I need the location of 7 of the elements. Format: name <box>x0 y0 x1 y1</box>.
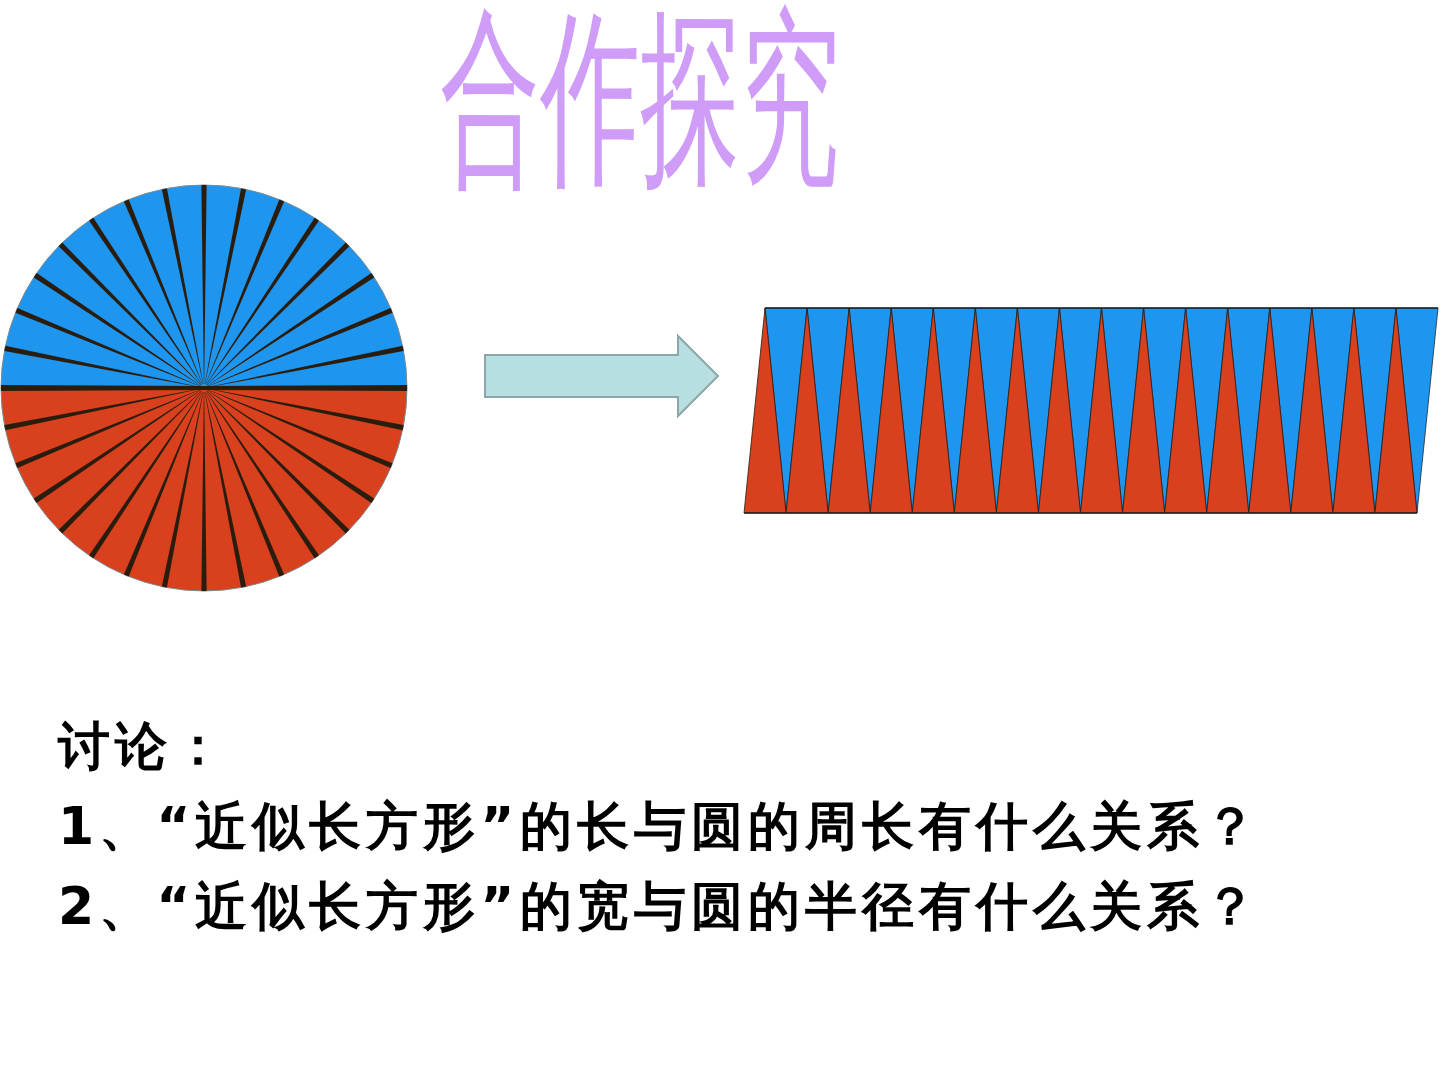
discussion-heading: 讨论： <box>58 716 229 776</box>
question-text: 2、“近似长方形”的宽与圆的半径有什么关系？ <box>58 876 1261 936</box>
slide-title: 合作探究 <box>440 4 840 194</box>
question-text: 1、“近似长方形”的长与圆的周长有什么关系？ <box>58 796 1261 856</box>
block-arrow <box>484 333 720 419</box>
sectored-circle <box>0 183 409 593</box>
triangle-strip-rectangle <box>742 306 1440 516</box>
